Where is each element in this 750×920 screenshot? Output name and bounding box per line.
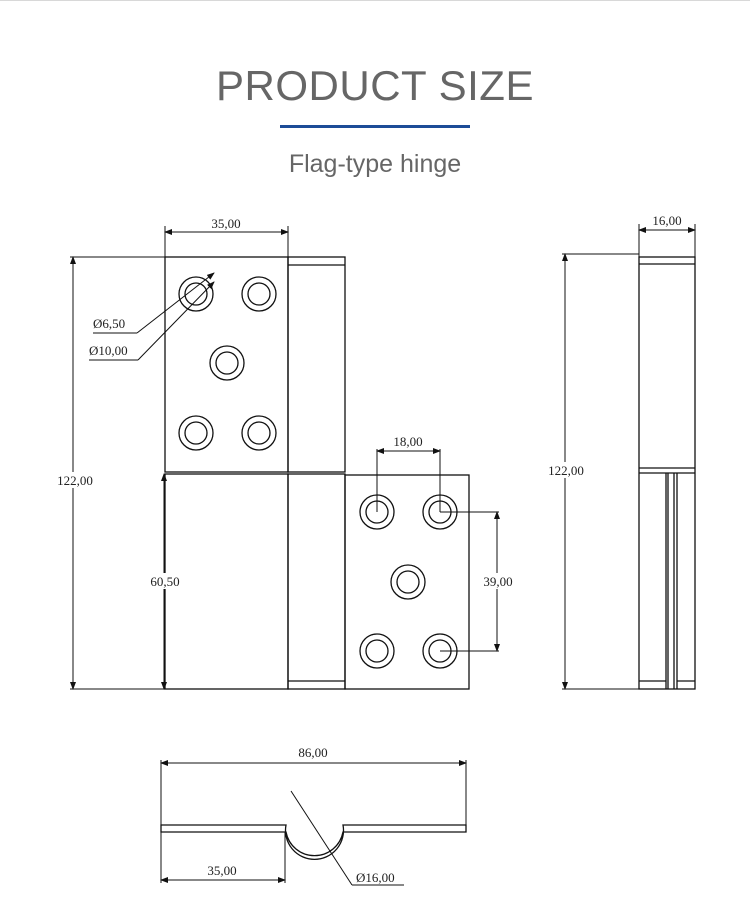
hole (178, 276, 214, 312)
dim-hole-diameters: Ø6,50 Ø10,00 (89, 272, 215, 361)
dim-leaf-width: 35,00 (160, 832, 286, 883)
svg-text:Ø16,00: Ø16,00 (356, 870, 395, 885)
dim-thickness: 16,00 (638, 213, 696, 257)
top-view: 86,00 35,00 Ø16,00 (160, 745, 467, 886)
dim-side-height: 122,00 (542, 253, 639, 690)
svg-text:60,50: 60,50 (150, 574, 179, 589)
svg-text:Ø10,00: Ø10,00 (89, 343, 128, 358)
hole (178, 415, 214, 451)
dim-hole-spacing-h: 18,00 (376, 434, 441, 512)
upper-holes (178, 276, 277, 451)
lower-holes (359, 494, 458, 669)
svg-text:39,00: 39,00 (483, 574, 512, 589)
hole (390, 564, 426, 600)
svg-text:86,00: 86,00 (298, 745, 327, 760)
hole (359, 633, 395, 669)
svg-text:122,00: 122,00 (548, 463, 584, 478)
side-view: 16,00 122,00 (542, 213, 696, 690)
dim-top-width: 35,00 (164, 216, 289, 257)
svg-text:122,00: 122,00 (57, 473, 93, 488)
dim-total-width: 86,00 (160, 745, 467, 825)
front-view: 35,00 122,00 60,50 18,00 39,00 Ø6,50 (50, 216, 520, 690)
svg-text:18,00: 18,00 (393, 434, 422, 449)
svg-text:16,00: 16,00 (652, 213, 681, 228)
svg-text:35,00: 35,00 (207, 863, 236, 878)
page-subtitle: Flag-type hinge (288, 150, 462, 178)
svg-text:35,00: 35,00 (211, 216, 240, 231)
hole (209, 345, 245, 381)
svg-text:Ø6,50: Ø6,50 (93, 316, 125, 331)
dim-lower-height: 60,50 (142, 473, 188, 690)
hole (241, 415, 277, 451)
title-underline (280, 125, 470, 128)
hole (241, 276, 277, 312)
lower-leaf (344, 474, 470, 690)
lower-knuckle (287, 473, 346, 690)
dim-knuckle-dia: Ø16,00 (290, 790, 404, 886)
page-title: PRODUCT SIZE (216, 62, 534, 109)
top-border (0, 0, 750, 1)
dim-total-height: 122,00 (50, 256, 165, 690)
upper-knuckle (287, 256, 346, 473)
dim-hole-spacing-v: 39,00 (440, 511, 520, 652)
